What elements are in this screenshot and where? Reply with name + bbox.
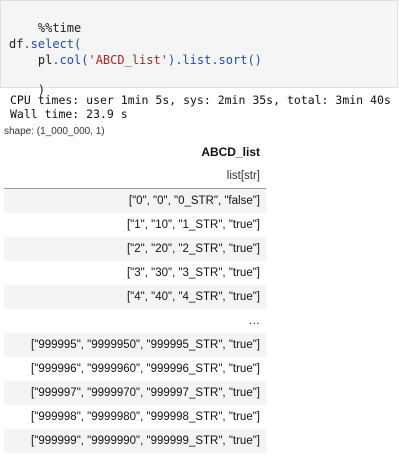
table-row: ["1", "10", "1_STR", "true"]	[4, 213, 266, 237]
code-token-list-sort: ).list.sort()	[167, 53, 262, 67]
table-row: ["0", "0", "0_STR", "false"]	[4, 189, 266, 213]
code-line-select: df.select(	[9, 37, 81, 52]
table-row: ["999995", "9999950", "999995_STR", "tru…	[4, 333, 266, 357]
dataframe-shape: shape: (1_000_000, 1)	[4, 126, 105, 137]
code-token-close-paren: )	[37, 83, 46, 97]
dataframe-table: ABCD_list list[str] ["0", "0", "0_STR", …	[4, 140, 266, 453]
code-line-close: )	[9, 68, 45, 113]
table-row: ["999999", "9999990", "999999_STR", "tru…	[4, 429, 266, 453]
magic-command: %%time	[37, 21, 82, 35]
table-row: ["2", "20", "2_STR", "true"]	[4, 237, 266, 261]
table-row-ellipsis: …	[4, 309, 266, 333]
code-token-string: 'ABCD_list'	[88, 53, 168, 67]
column-header-name: ABCD_list	[201, 145, 260, 159]
cpu-times-output: CPU times: user 1min 5s, sys: 2min 35s, …	[10, 93, 391, 107]
code-cell[interactable]: %%time df.select( pl.col('ABCD_list').li…	[0, 0, 398, 97]
table-row: ["999998", "9999980", "999998_STR", "tru…	[4, 405, 266, 429]
table-row: ["4", "40", "4_STR", "true"]	[4, 285, 266, 309]
code-line-magic: %%time	[9, 6, 81, 51]
code-line-col: pl.col('ABCD_list').list.sort()	[9, 53, 262, 68]
code-token-select: .select(	[23, 37, 82, 51]
code-token-df: df	[9, 37, 24, 51]
table-row: ["999996", "9999960", "999996_STR", "tru…	[4, 357, 266, 381]
code-indent	[9, 53, 38, 67]
table-row: ["999997", "9999970", "999997_STR", "tru…	[4, 381, 266, 405]
table-row: ["3", "30", "3_STR", "true"]	[4, 261, 266, 285]
code-token-pl: pl	[37, 53, 53, 67]
column-header-dtype: list[str]	[4, 164, 266, 189]
code-token-col: .col(	[52, 53, 89, 67]
wall-time-output: Wall time: 23.9 s	[10, 107, 128, 121]
